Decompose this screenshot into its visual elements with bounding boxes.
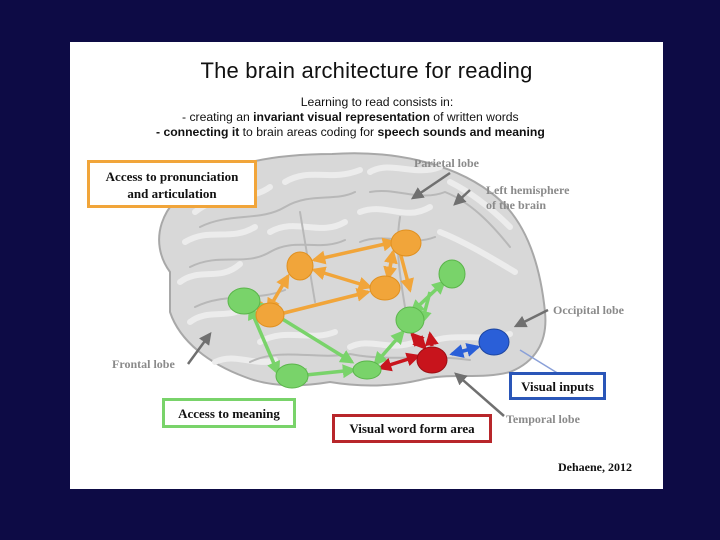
vwfa-box: Visual word form area bbox=[332, 414, 492, 443]
slide: The brain architecture for reading Learn… bbox=[70, 42, 663, 489]
blue-connection bbox=[449, 343, 481, 358]
occipital-lobe-label: Occipital lobe bbox=[553, 303, 624, 317]
node-orange-low bbox=[255, 302, 285, 328]
subtitle: Learning to read consists in: - creating… bbox=[156, 95, 586, 140]
subtitle-line-3-mid: to brain areas coding for bbox=[239, 125, 378, 139]
nodes bbox=[227, 229, 510, 389]
parietal-lobe-label: Parietal lobe bbox=[414, 156, 479, 170]
left-hemisphere-line-1: Left hemisphere bbox=[486, 183, 570, 197]
pronunciation-line-1: Access to pronunciation bbox=[105, 169, 239, 184]
node-orange-mid bbox=[369, 275, 401, 301]
subtitle-line-1: Learning to read consists in: bbox=[300, 95, 454, 109]
red-connections bbox=[377, 331, 439, 372]
left-hemisphere-label: Left hemisphere of the brain bbox=[486, 183, 569, 213]
subtitle-line-3-bold-1: - connecting it bbox=[156, 125, 240, 139]
frontal-lobe-label: Frontal lobe bbox=[112, 357, 175, 371]
node-blue-visual bbox=[478, 328, 510, 356]
brain-diagram bbox=[158, 152, 560, 417]
node-green-bottom bbox=[352, 360, 382, 380]
node-orange-top bbox=[390, 229, 422, 257]
visual-inputs-box: Visual inputs bbox=[509, 372, 606, 400]
node-green-frontal bbox=[227, 287, 261, 315]
pronunciation-line-2: and articulation bbox=[127, 186, 217, 201]
node-green-parietal bbox=[438, 259, 466, 289]
node-orange-left bbox=[286, 251, 314, 281]
meaning-box: Access to meaning bbox=[162, 398, 296, 428]
node-green-bottom-left bbox=[275, 363, 309, 389]
subtitle-line-2: - creating an invariant visual represent… bbox=[156, 110, 586, 125]
left-hemisphere-line-2: of the brain bbox=[486, 198, 546, 212]
visual-inputs-connector bbox=[519, 349, 560, 375]
pronunciation-box: Access to pronunciation and articulation bbox=[87, 160, 257, 208]
subtitle-line-2-pre: - creating an bbox=[182, 110, 254, 124]
leader-lines bbox=[186, 171, 549, 417]
subtitle-line-2-post: of written words bbox=[429, 110, 519, 124]
temporal-lobe-label: Temporal lobe bbox=[506, 412, 580, 426]
node-green-mid bbox=[395, 306, 425, 334]
subtitle-line-3: - connecting it to brain areas coding fo… bbox=[156, 125, 586, 140]
subtitle-line-2-bold: invariant visual representation bbox=[253, 110, 430, 124]
page-title: The brain architecture for reading bbox=[200, 58, 533, 83]
citation: Dehaene, 2012 bbox=[558, 460, 632, 474]
subtitle-line-3-bold-2: speech sounds and meaning bbox=[377, 125, 545, 139]
node-red-vwfa bbox=[416, 346, 448, 374]
